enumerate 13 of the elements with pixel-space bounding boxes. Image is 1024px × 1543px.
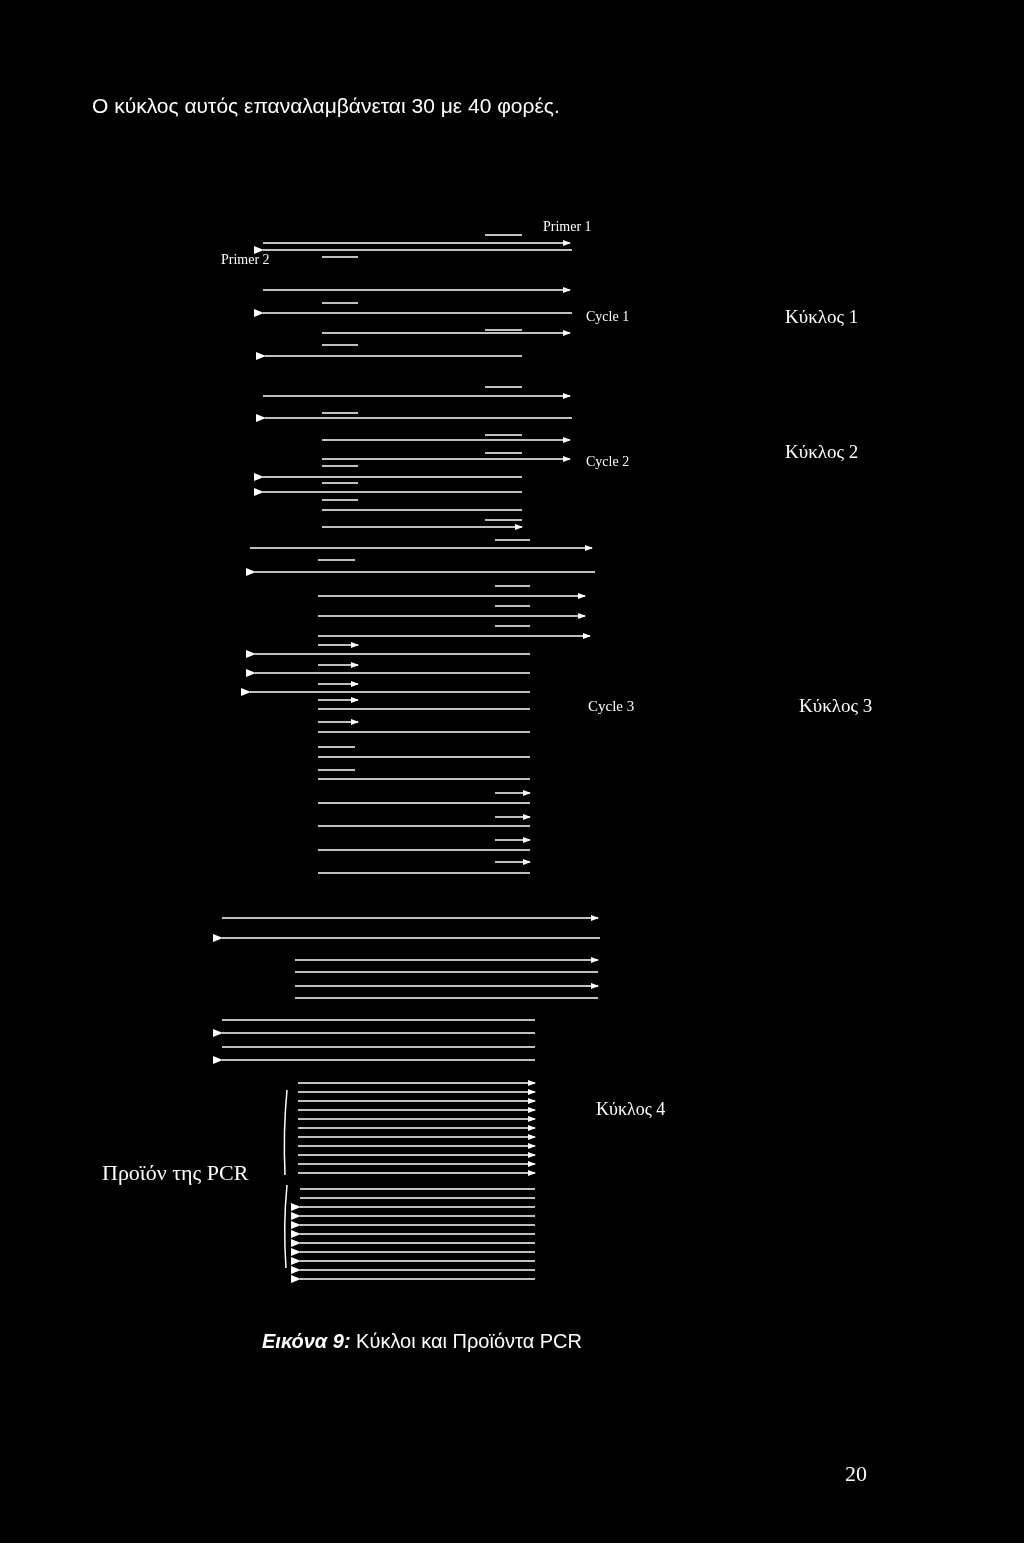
page-number: 20 [845,1461,867,1487]
cycle-label: Cycle 2 [586,454,630,470]
cycle-label: Cycle 1 [586,309,630,325]
primer-label: Primer 2 [221,252,270,268]
cycle-label: Κύκλος 4 [596,1099,666,1120]
cycle-label: Κύκλος 3 [799,695,873,717]
cycle-label: Cycle 3 [588,698,635,715]
cycle-label: Κύκλος 2 [785,441,859,463]
product-label: Προϊόν της PCR [102,1160,249,1186]
primer-label: Primer 1 [543,219,592,235]
cycle-label: Κύκλος 1 [785,306,859,328]
figure-caption: Εικόνα 9: Κύκλοι και Προϊόντα PCR [262,1330,582,1353]
heading-text: Ο κύκλος αυτός επαναλαμβάνεται 30 με 40 φορές. [92,94,560,118]
